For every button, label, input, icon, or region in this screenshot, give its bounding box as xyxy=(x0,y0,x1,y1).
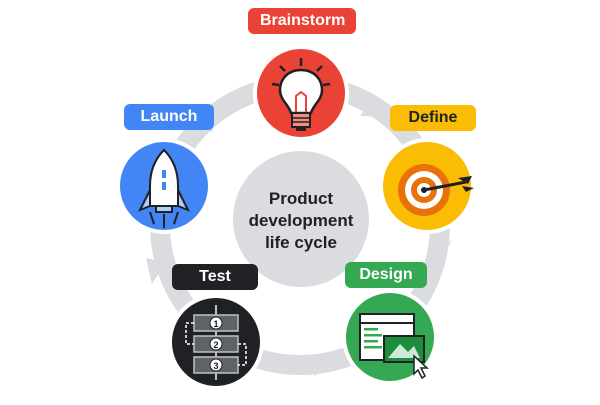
center-title: Product development life cycle xyxy=(236,188,366,254)
browser-window-cursor-icon xyxy=(359,313,429,380)
test-step-2: 2 xyxy=(213,340,218,350)
cycle-arrow xyxy=(360,99,386,117)
cycle-arrow xyxy=(146,258,166,284)
lightbulb-icon xyxy=(271,58,331,131)
numbered-steps-icon: 1 2 3 xyxy=(185,305,247,380)
design-label: Design xyxy=(345,262,427,288)
test-step-1: 1 xyxy=(213,319,218,329)
center-title-line-2: development xyxy=(248,211,354,230)
define-label: Define xyxy=(390,105,476,131)
stage-brainstorm xyxy=(253,45,349,141)
cycle-arrow xyxy=(298,354,316,376)
center-circle xyxy=(233,151,369,287)
stage-design xyxy=(342,289,438,385)
center-title-line-3: life cycle xyxy=(265,233,337,252)
center-title-line-1: Product xyxy=(268,189,334,208)
brainstorm-label: Brainstorm xyxy=(248,8,356,34)
test-label: Test xyxy=(172,264,258,290)
test-step-3: 3 xyxy=(213,361,218,371)
stage-test: 1 2 3 xyxy=(168,294,264,390)
rocket-icon xyxy=(137,148,191,228)
launch-label: Launch xyxy=(124,104,214,130)
cycle-arrow xyxy=(436,240,452,268)
stage-define xyxy=(379,138,475,234)
target-arrow-icon xyxy=(398,164,474,216)
stage-launch xyxy=(116,138,212,234)
